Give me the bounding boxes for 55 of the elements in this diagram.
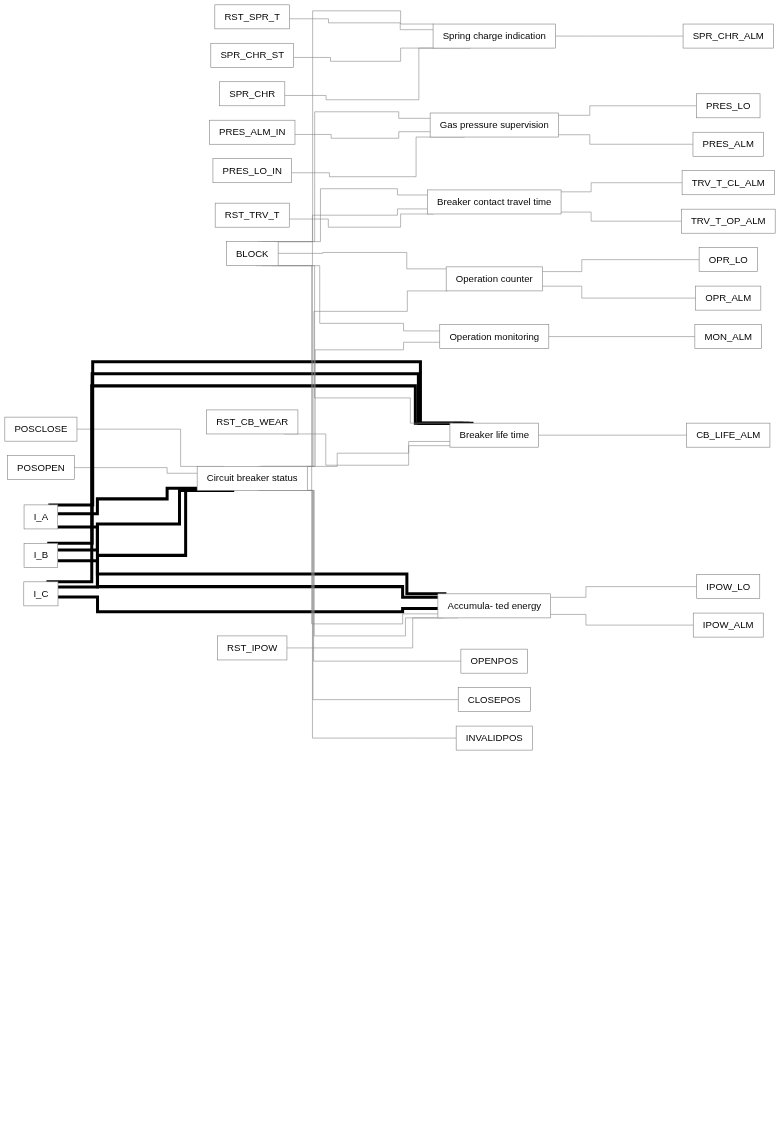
node-box: Breaker contact travel time — [427, 189, 562, 215]
connector — [550, 614, 694, 626]
node-box: PRES_LO_IN — [212, 158, 292, 183]
node-box: SPR_CHR_ALM — [682, 23, 774, 49]
node-box: I_C — [23, 581, 59, 607]
node-box: Accumula- ted energy — [437, 593, 551, 619]
node-box: IPOW_ALM — [692, 612, 764, 638]
node-box: PRES_ALM_IN — [209, 119, 296, 145]
node-box: IPOW_LO — [696, 574, 761, 599]
connector — [538, 434, 687, 436]
connector — [555, 35, 684, 37]
node-box: TRV_T_CL_ALM — [681, 170, 775, 196]
node-box: PRES_ALM — [692, 131, 764, 157]
connector — [58, 595, 438, 614]
node-box: OPR_LO — [698, 247, 758, 272]
node-box: Breaker life time — [449, 422, 539, 448]
node-box: SPR_CHR_ST — [210, 43, 294, 68]
node-box: PRES_LO — [696, 93, 761, 119]
node-box: INVALIDPOS — [455, 725, 533, 751]
connector — [57, 486, 198, 516]
node-box: Operation counter — [445, 266, 543, 292]
node-box: RST_TRV_T — [214, 202, 290, 228]
node-box: RST_IPOW — [217, 635, 288, 661]
connector — [306, 441, 451, 467]
node-box: CB_LIFE_ALM — [686, 422, 771, 448]
connector — [277, 252, 447, 270]
node-box: SPR_CHR — [219, 81, 286, 107]
node-box: OPENPOS — [460, 648, 528, 674]
node-box: RST_CB_WEAR — [206, 409, 299, 435]
node-box: Gas pressure supervision — [429, 112, 559, 138]
node-box: BLOCK — [226, 241, 279, 266]
node-box: Spring charge indication — [432, 23, 556, 49]
node-box: MON_ALM — [694, 324, 762, 349]
connector — [560, 211, 682, 222]
connector — [550, 586, 697, 598]
node-box: POSCLOSE — [4, 416, 78, 442]
connector — [542, 259, 700, 272]
node-box: Circuit breaker status — [196, 466, 308, 491]
connector — [294, 131, 431, 139]
node-box: Operation monitoring — [439, 324, 550, 349]
node-box: I_A — [23, 504, 58, 530]
connector — [289, 18, 434, 30]
connector — [548, 336, 696, 337]
connector — [74, 467, 198, 474]
node-box: RST_SPR_T — [214, 4, 290, 30]
node-box: TRV_T_OP_ALM — [681, 208, 776, 234]
node-box: POSOPEN — [7, 455, 75, 480]
connector — [558, 105, 697, 116]
node-box: OPR_ALM — [695, 285, 762, 311]
node-box: CLOSEPOS — [457, 687, 531, 712]
connector — [560, 182, 683, 193]
connector — [542, 285, 696, 299]
node-box: I_B — [23, 543, 58, 568]
connector — [558, 134, 694, 145]
connector — [57, 559, 438, 599]
